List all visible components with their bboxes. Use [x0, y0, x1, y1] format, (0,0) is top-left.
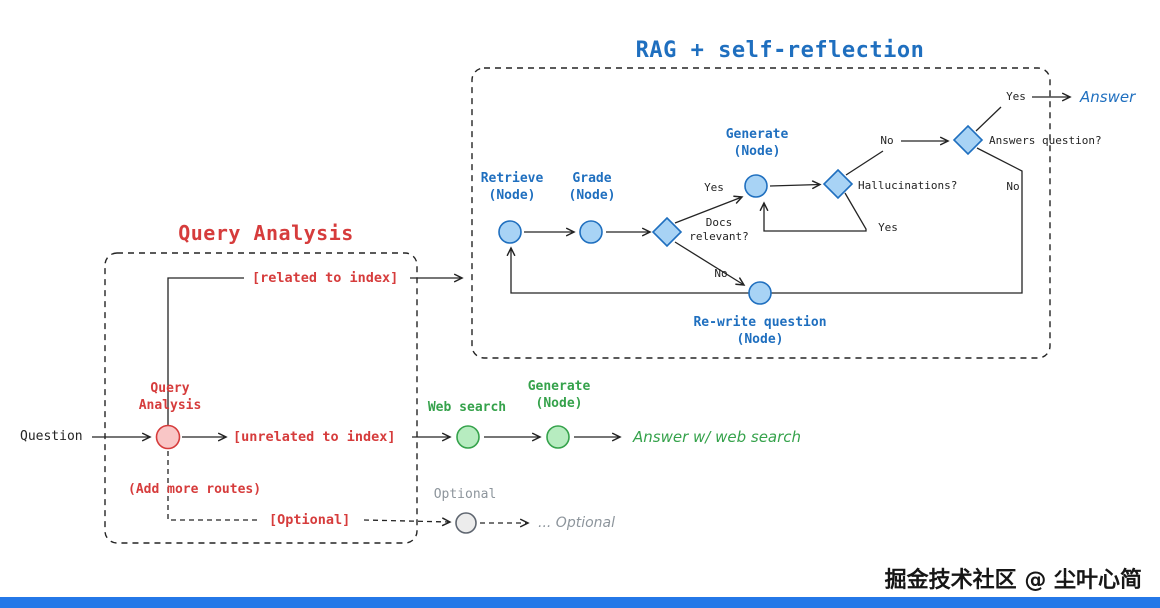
- optional-node: [455, 512, 477, 534]
- generate-node: [744, 174, 768, 198]
- web-generate-node: [546, 425, 570, 449]
- optional-route-label: [Optional]: [269, 512, 351, 528]
- rag-title: RAG + self-reflection: [635, 38, 925, 63]
- edge-qa-down-to-optional: [167, 451, 260, 521]
- web-search-node: [456, 425, 480, 449]
- generate-label: Generate (Node): [725, 127, 789, 159]
- rag-box: [471, 67, 1051, 359]
- query-analysis-node: [155, 424, 181, 450]
- docs-yes-label: Yes: [704, 181, 724, 194]
- retrieve-node: [498, 220, 522, 244]
- edge-qa-up-to-related: [167, 277, 244, 425]
- rewrite-question-node: [748, 281, 772, 305]
- grade-node: [579, 220, 603, 244]
- arrow-hallucinations-yes-loop: [764, 192, 867, 232]
- docs-no-label: No: [714, 267, 728, 280]
- hallucinations-decision: [822, 168, 854, 200]
- edge-answers-yes-diag: [975, 106, 1002, 132]
- optional-output-label: ... Optional: [538, 515, 615, 531]
- qa-box: [104, 252, 418, 544]
- answer-output-label: Answer: [1080, 88, 1136, 106]
- unrelated-label: [unrelated to index]: [233, 429, 396, 445]
- optional-node-label: Optional: [433, 487, 497, 502]
- retrieve-label: Retrieve (Node): [480, 171, 544, 203]
- arrow-docs-yes-to-generate: [674, 197, 742, 224]
- arrow-generate-to-hallucinations: [769, 185, 820, 187]
- add-routes-label: (Add more routes): [128, 482, 262, 497]
- docs-relevant-decision: [651, 216, 683, 248]
- hallucinations-no-label: No: [880, 134, 894, 147]
- grade-label: Grade (Node): [568, 171, 616, 203]
- edge-hallucinations-no-diag: [845, 150, 884, 176]
- web-search-label: Web search: [427, 400, 507, 415]
- arrow-answers-no-loop-to-retrieve: [511, 147, 1023, 294]
- question-label: Question: [20, 429, 83, 444]
- hallucinations-label: Hallucinations?: [858, 179, 958, 192]
- web-answer-output-label: Answer w/ web search: [633, 428, 802, 446]
- answers-no-label: No: [1006, 180, 1020, 193]
- answers-question-label: Answers question?: [989, 134, 1102, 147]
- answers-question-decision: [952, 124, 984, 156]
- watermark-text: 掘金技术社区 @ 尘叶心简: [884, 568, 1142, 593]
- rewrite-label: Re-write question (Node): [693, 315, 827, 347]
- qa-title: Query Analysis: [178, 221, 354, 245]
- arrow-docs-no-to-rewrite: [674, 241, 744, 285]
- hallucinations-yes-label: Yes: [878, 221, 898, 234]
- docs-relevant-label: Docs relevant?: [689, 216, 749, 244]
- answers-yes-label: Yes: [1006, 90, 1026, 103]
- arrow-optional-to-node: [363, 520, 450, 522]
- web-generate-label: Generate (Node): [527, 379, 591, 411]
- qa-node-label: Query Analysis: [138, 381, 202, 413]
- footer-bar: [0, 597, 1160, 608]
- related-label: [related to index]: [252, 270, 399, 286]
